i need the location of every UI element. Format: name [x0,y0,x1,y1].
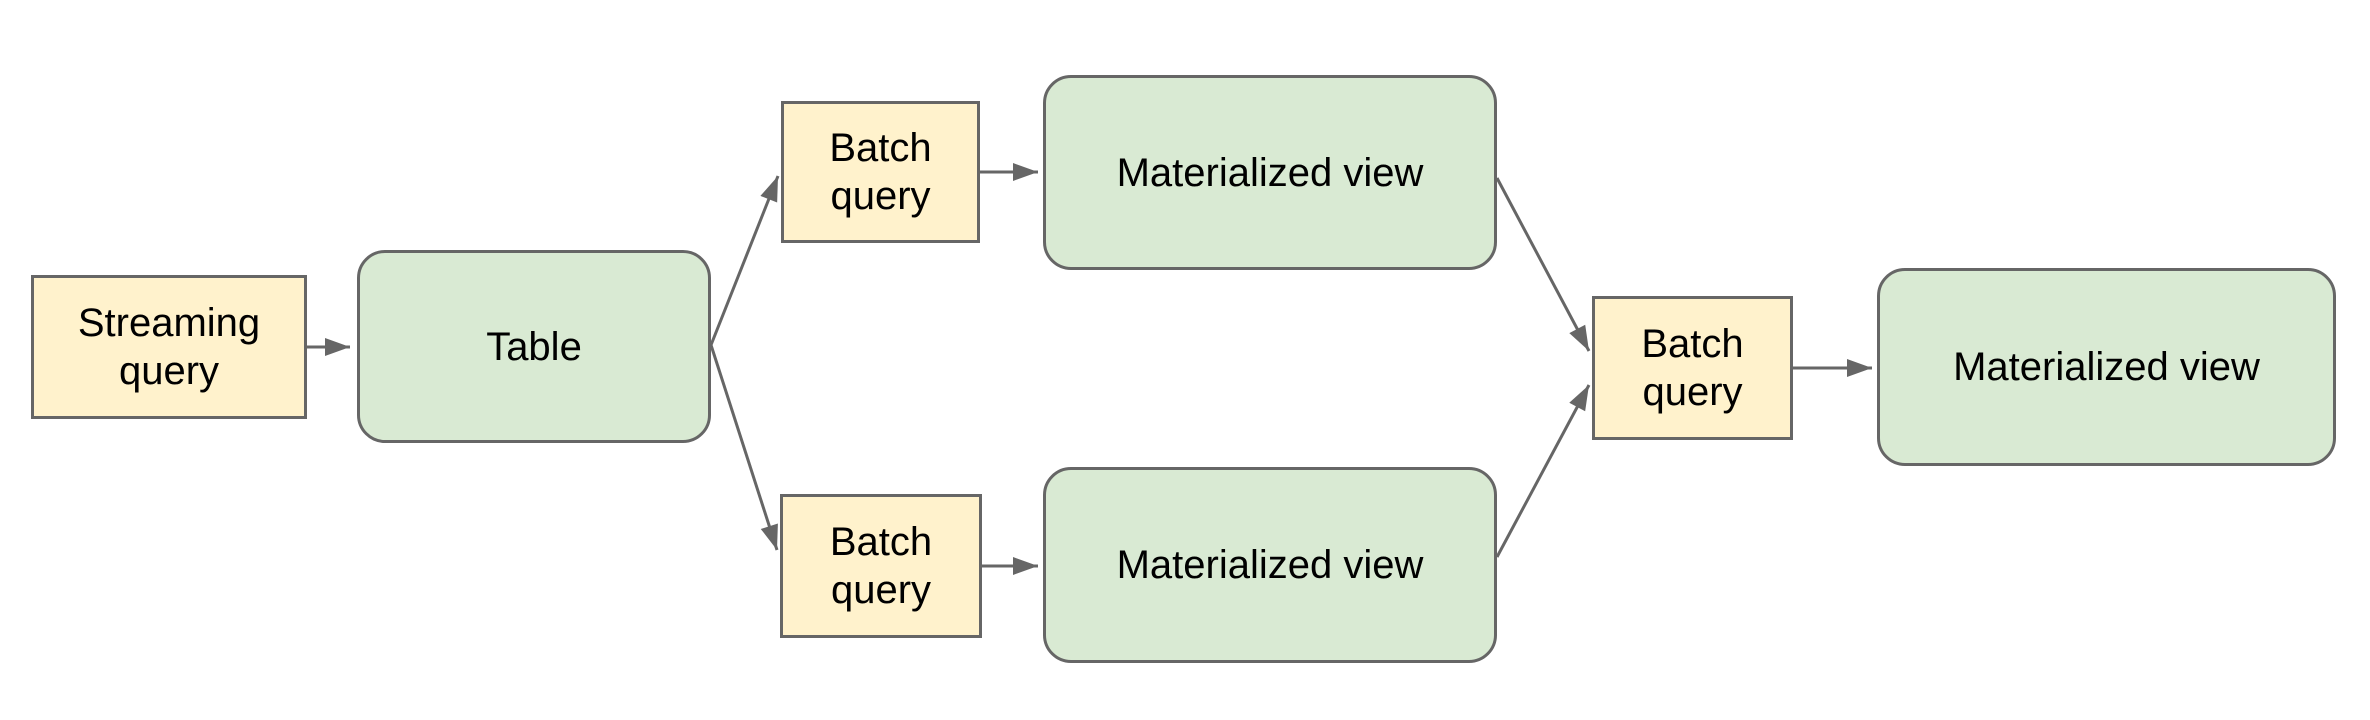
node-label: Materialized view [1116,150,1424,195]
batch-query-right-node: Batch query [1592,296,1793,440]
node-label: Materialized view [1953,345,2260,389]
node-label: Batch query [1641,322,1744,414]
node-label: Streaming query [77,301,261,393]
batch-query-top-node: Batch query [781,101,980,243]
edge-mv-top-to-batch-query-right [1495,177,1591,352]
table-node: Table [357,250,711,443]
streaming-query-node: Streaming query [31,275,307,419]
materialized-view-bottom-node: Materialized view [1043,467,1497,663]
node-label: Batch query [829,126,932,218]
batch-query-bottom-node: Batch query [780,494,982,638]
materialized-view-top-node: Materialized view [1043,75,1497,270]
node-label: Materialized view [1116,543,1424,587]
edge-table-to-batch-query-top [709,175,780,346]
node-label: Table [486,324,582,369]
node-label: Batch query [829,520,933,612]
edge-table-to-batch-query-bottom [709,344,779,551]
edge-mv-bottom-to-batch-query-right [1495,384,1591,558]
materialized-view-right-node: Materialized view [1877,268,2336,466]
